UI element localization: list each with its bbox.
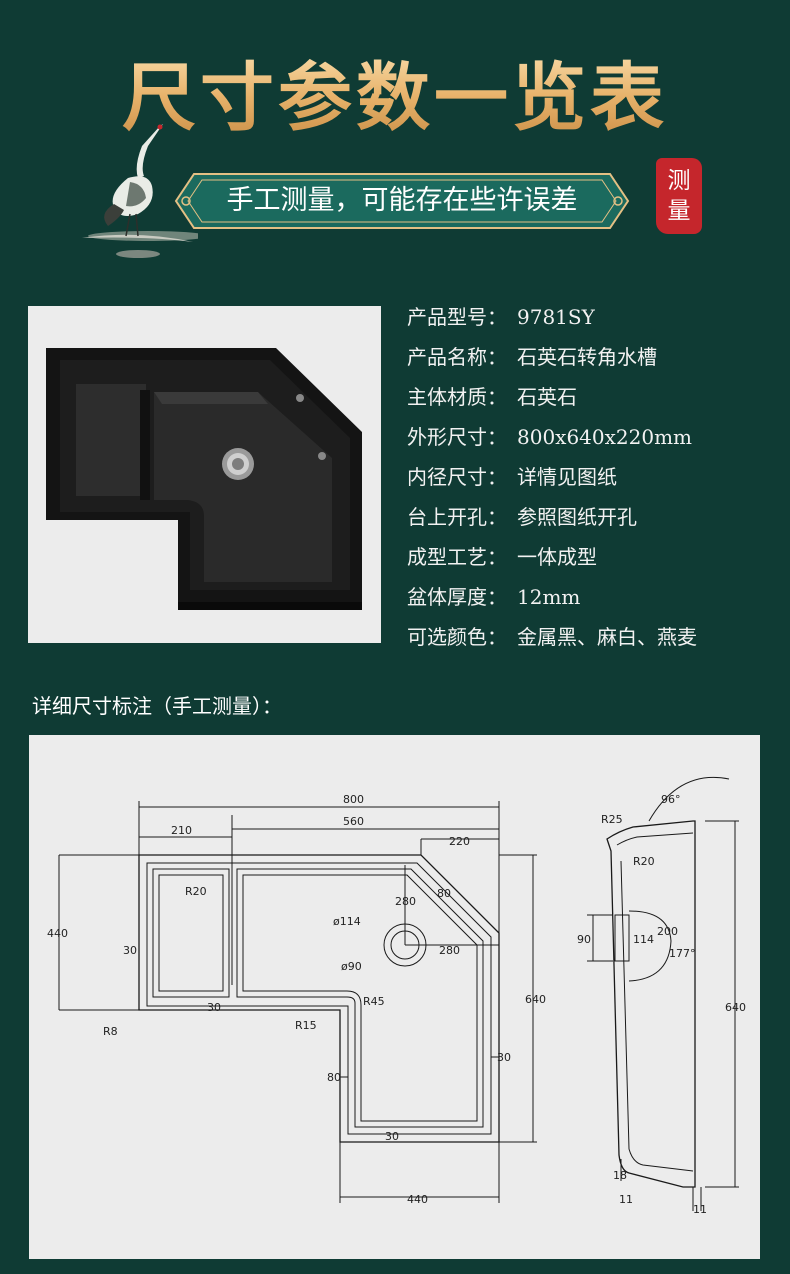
dim-30-mid: 30 xyxy=(207,1001,221,1014)
spec-row-cutout: 台上开孔： 参照图纸开孔 xyxy=(407,500,777,540)
seal-char-2: 量 xyxy=(667,198,691,224)
dim-section-90: 90 xyxy=(577,933,591,946)
spec-label: 产品型号： xyxy=(407,305,507,329)
spec-value: 石英石转角水槽 xyxy=(517,345,657,369)
dim-dia-90: ø90 xyxy=(341,960,362,973)
measurement-banner: 手工测量，可能存在些许误差 xyxy=(172,170,632,232)
dim-section-114: 114 xyxy=(633,933,654,946)
spec-value: 9781SY xyxy=(517,305,595,329)
plan-view xyxy=(58,801,537,1203)
dim-30-right: 30 xyxy=(497,1051,511,1064)
product-photo xyxy=(28,306,381,643)
spec-value: 金属黑、麻白、燕麦 xyxy=(517,625,697,649)
spec-label: 内径尺寸： xyxy=(407,465,507,489)
spec-label: 产品名称： xyxy=(407,345,507,369)
dim-section-640: 640 xyxy=(725,1001,746,1014)
dim-r8: R8 xyxy=(103,1025,118,1038)
dim-30-bottom: 30 xyxy=(385,1130,399,1143)
spec-row-model: 产品型号： 9781SY xyxy=(407,300,777,340)
section-view xyxy=(587,776,739,1211)
spec-label: 外形尺寸： xyxy=(407,425,507,449)
dim-r20: R20 xyxy=(185,885,207,898)
spec-label: 台上开孔： xyxy=(407,505,507,529)
dim-section-11-a: 11 xyxy=(619,1193,633,1206)
dim-177-deg: 177° xyxy=(669,947,696,960)
dim-280-horizontal: 280 xyxy=(439,944,460,957)
dim-section-18: 18 xyxy=(613,1169,627,1182)
seal-char-1: 测 xyxy=(667,168,691,194)
dim-220: 220 xyxy=(449,835,470,848)
spec-row-material: 主体材质： 石英石 xyxy=(407,380,777,420)
dim-280-vertical: 280 xyxy=(395,895,416,908)
dim-440-bottom: 440 xyxy=(407,1193,428,1206)
crane-illustration xyxy=(82,124,198,258)
spec-value: 详情见图纸 xyxy=(517,465,617,489)
spec-row-name: 产品名称： 石英石转角水槽 xyxy=(407,340,777,380)
dim-section-200: 200 xyxy=(657,925,678,938)
dim-r45: R45 xyxy=(363,995,385,1008)
dim-30-left: 30 xyxy=(123,944,137,957)
dim-dia-114: ø114 xyxy=(333,915,361,928)
spec-value: 800x640x220mm xyxy=(517,425,693,449)
spec-row-thickness: 盆体厚度： 12mm xyxy=(407,580,777,620)
dim-r15: R15 xyxy=(295,1019,317,1032)
spec-label: 主体材质： xyxy=(407,385,507,409)
technical-drawing: 800 560 210 220 440 30 R20 30 R8 280 80 … xyxy=(29,735,760,1259)
dim-210: 210 xyxy=(171,824,192,837)
dim-560: 560 xyxy=(343,815,364,828)
spec-value: 12mm xyxy=(517,585,581,609)
spec-value: 石英石 xyxy=(517,385,577,409)
dim-440-left: 440 xyxy=(47,927,68,940)
spec-label: 可选颜色： xyxy=(407,625,507,649)
dim-r25: R25 xyxy=(601,813,623,826)
spec-list: 产品型号： 9781SY 产品名称： 石英石转角水槽 主体材质： 石英石 外形尺寸： 8… xyxy=(407,300,777,660)
dim-section-11-b: 11 xyxy=(693,1203,707,1216)
section-heading: 详细尺寸标注（手工测量）： xyxy=(32,694,282,718)
measure-seal: 测 量 xyxy=(656,158,702,234)
spec-row-inner-size: 内径尺寸： 详情见图纸 xyxy=(407,460,777,500)
dim-80: 80 xyxy=(437,887,451,900)
dim-800: 800 xyxy=(343,793,364,806)
page-title: 尺寸参数一览表 xyxy=(0,38,790,145)
spec-label: 盆体厚度： xyxy=(407,585,507,609)
dim-section-r20: R20 xyxy=(633,855,655,868)
spec-label: 成型工艺： xyxy=(407,545,507,569)
spec-row-outer-size: 外形尺寸： 800x640x220mm xyxy=(407,420,777,460)
spec-row-colors: 可选颜色： 金属黑、麻白、燕麦 xyxy=(407,620,777,660)
spec-row-process: 成型工艺： 一体成型 xyxy=(407,540,777,580)
spec-value: 参照图纸开孔 xyxy=(517,505,637,529)
dim-80-low: 80 xyxy=(327,1071,341,1084)
dim-640: 640 xyxy=(525,993,546,1006)
banner-text: 手工测量，可能存在些许误差 xyxy=(226,185,578,216)
dim-96-deg: 96° xyxy=(661,793,681,806)
spec-value: 一体成型 xyxy=(517,545,597,569)
